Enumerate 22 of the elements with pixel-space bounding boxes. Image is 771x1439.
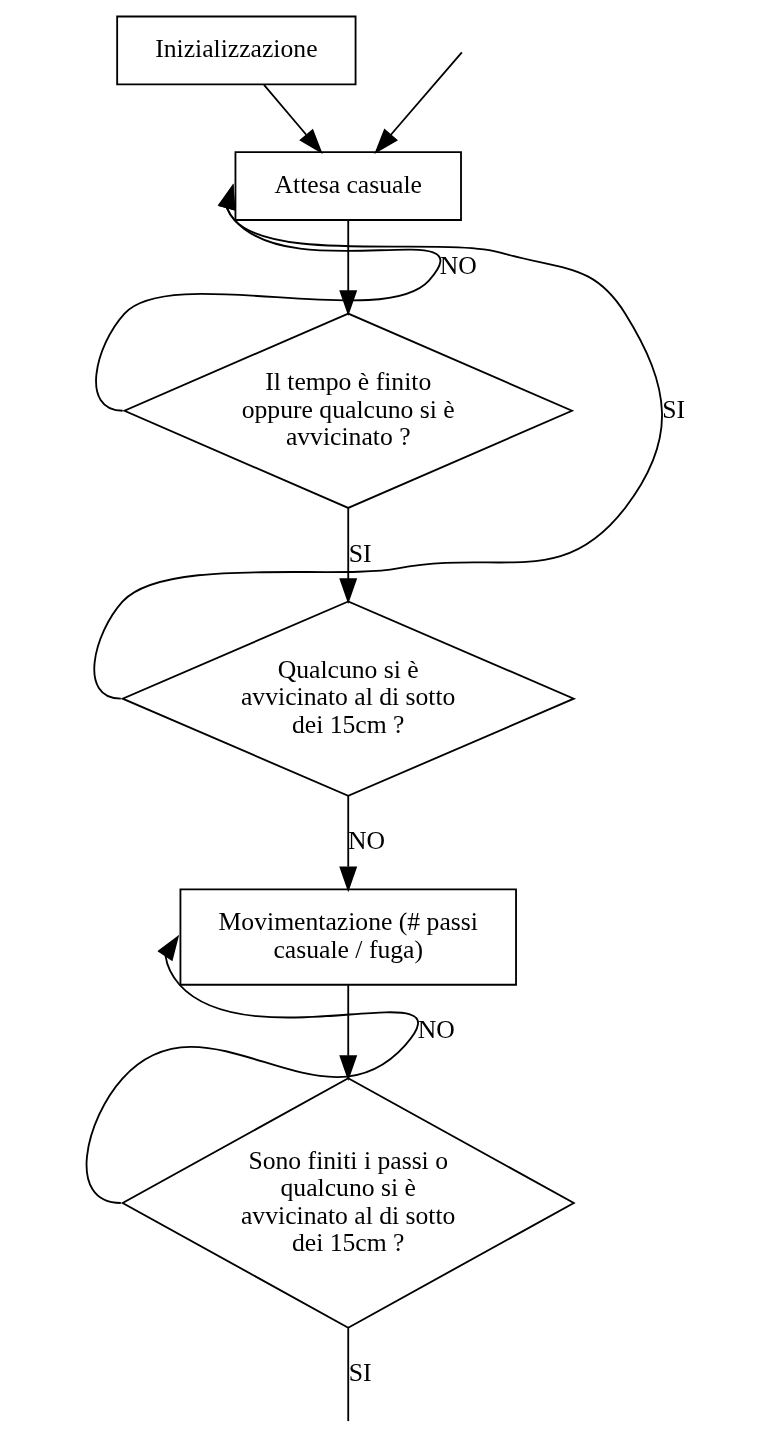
arrow bbox=[85, 934, 418, 1204]
edge-label: SI bbox=[661, 394, 685, 424]
arrow bbox=[338, 795, 357, 893]
node-diamond: Sono finiti i passi o qualcuno si è avvicinato al di sotto dei 15cm ? bbox=[120, 1077, 576, 1329]
arrow bbox=[373, 51, 463, 154]
edge-label: SI bbox=[348, 538, 372, 568]
node-diamond: Qualcuno si è avvicinato al di sotto dei 15cm ? bbox=[119, 600, 576, 797]
arrow bbox=[92, 183, 663, 700]
edge-label: NO bbox=[347, 826, 385, 856]
connector bbox=[346, 1327, 349, 1422]
node-box: Inizializzazione bbox=[115, 15, 356, 86]
edge-label: NO bbox=[417, 1015, 455, 1045]
edge-label: NO bbox=[439, 250, 477, 280]
arrow bbox=[338, 507, 357, 604]
edge-label: SI bbox=[348, 1358, 372, 1388]
node-box: Attesa casuale bbox=[234, 151, 462, 221]
arrow bbox=[338, 984, 357, 1081]
arrow bbox=[94, 183, 441, 412]
arrow bbox=[262, 83, 323, 155]
arrow bbox=[338, 219, 357, 316]
node-box: Movimentazione (# passi casuale / fuga) bbox=[179, 888, 517, 986]
node-diamond: Il tempo è finito oppure qualcuno si è avvicinato ? bbox=[121, 312, 574, 509]
